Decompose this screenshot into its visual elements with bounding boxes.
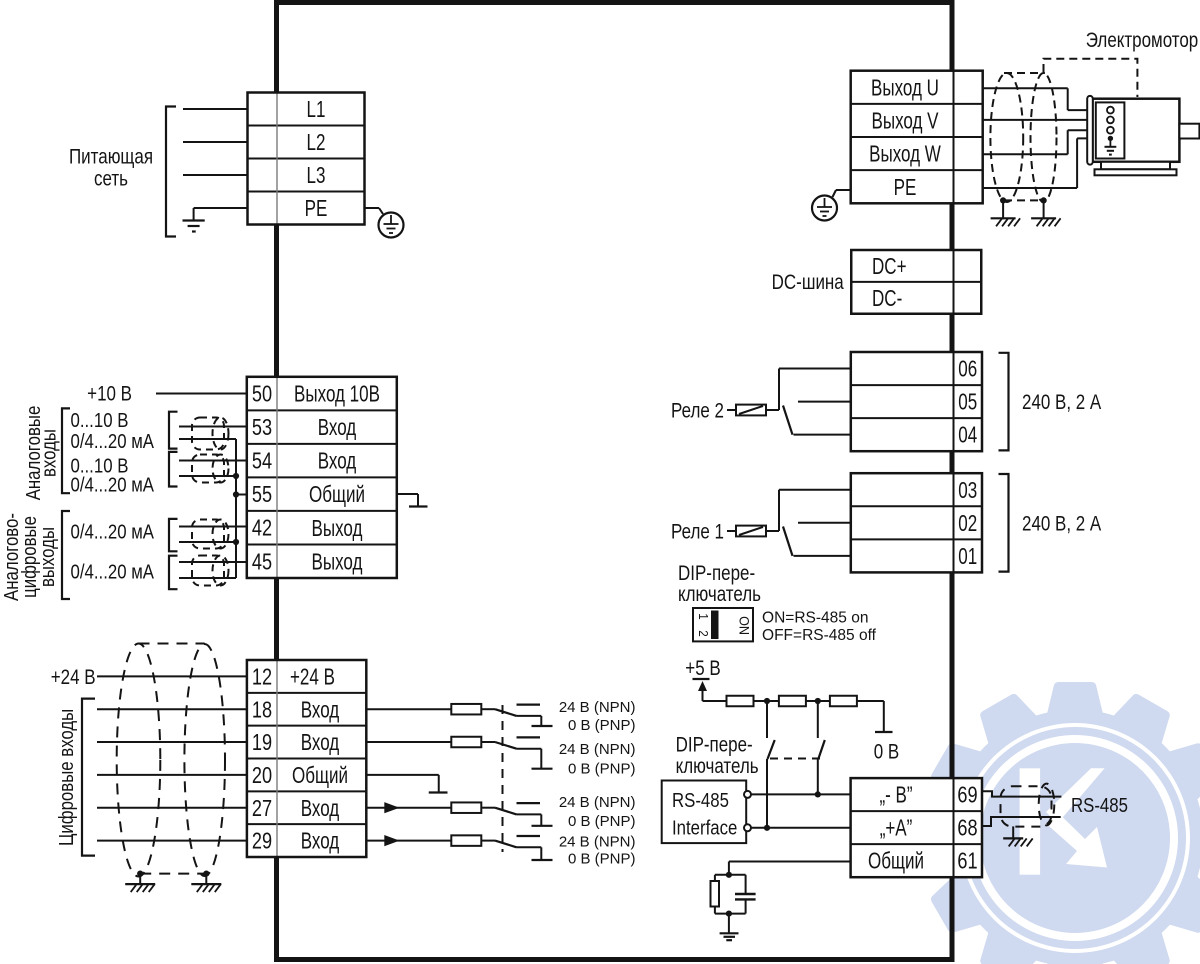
svg-text:Выход: Выход <box>312 516 363 541</box>
svg-text:240 В, 2 А: 240 В, 2 А <box>1022 511 1101 535</box>
svg-text:+24 В: +24 В <box>290 665 335 690</box>
svg-text:PE: PE <box>894 175 917 200</box>
svg-text:0/4...20 мА: 0/4...20 мА <box>71 473 155 496</box>
svg-text:L1: L1 <box>307 98 326 123</box>
svg-text:55: 55 <box>252 482 272 508</box>
svg-text:Вход: Вход <box>318 416 357 441</box>
svg-text:04: 04 <box>958 423 977 448</box>
svg-text:0 В (PNP): 0 В (PNP) <box>568 850 636 867</box>
svg-text:0 В (PNP): 0 В (PNP) <box>568 813 636 830</box>
svg-text:Выход 10В: Выход 10В <box>294 382 380 407</box>
svg-text:сеть: сеть <box>94 167 128 191</box>
svg-text:Выход V: Выход V <box>872 109 939 134</box>
svg-text:Вход: Вход <box>301 796 340 821</box>
svg-text:DC-шина: DC-шина <box>772 270 844 294</box>
svg-text:PE: PE <box>305 197 328 222</box>
svg-text:Реле 1: Реле 1 <box>671 520 724 544</box>
svg-text:RS-485: RS-485 <box>1071 793 1128 816</box>
svg-text:Вход: Вход <box>301 698 340 723</box>
svg-text:45: 45 <box>252 549 272 575</box>
svg-text:Вход: Вход <box>301 829 340 854</box>
svg-text:68: 68 <box>957 816 977 842</box>
svg-text:0/4...20 мА: 0/4...20 мА <box>71 429 155 452</box>
svg-text:OFF=RS-485 off: OFF=RS-485 off <box>762 627 877 644</box>
svg-text:+24 В: +24 В <box>51 665 96 689</box>
svg-text:Электромотор: Электромотор <box>1086 28 1198 52</box>
svg-text:05: 05 <box>958 390 977 415</box>
svg-text:Аналогово-: Аналогово- <box>0 513 23 601</box>
svg-text:Общий: Общий <box>868 849 924 874</box>
svg-text:12: 12 <box>252 664 272 690</box>
svg-text:19: 19 <box>252 730 272 756</box>
svg-text:1: 1 <box>696 613 711 620</box>
svg-text:„- B”: „- B” <box>879 783 912 808</box>
svg-text:+10 В: +10 В <box>87 382 132 406</box>
svg-text:RS-485: RS-485 <box>672 789 729 812</box>
svg-text:01: 01 <box>958 545 977 570</box>
svg-text:240 В, 2 А: 240 В, 2 А <box>1022 390 1101 414</box>
svg-text:Реле 2: Реле 2 <box>671 399 724 423</box>
svg-text:24 В (NPN): 24 В (NPN) <box>559 794 636 811</box>
svg-text:DC-: DC- <box>872 287 902 312</box>
svg-text:L2: L2 <box>307 131 326 156</box>
svg-text:54: 54 <box>252 449 272 475</box>
svg-text:входы: входы <box>37 429 60 477</box>
svg-text:20: 20 <box>252 763 272 789</box>
svg-text:06: 06 <box>958 357 977 382</box>
svg-text:DIP-пере-: DIP-пере- <box>678 561 755 585</box>
svg-text:выходы: выходы <box>35 527 58 587</box>
svg-text:0...10 В: 0...10 В <box>71 454 129 477</box>
svg-text:цифровые: цифровые <box>18 516 41 598</box>
svg-text:03: 03 <box>958 478 977 503</box>
svg-text:0/4...20 мА: 0/4...20 мА <box>71 520 155 543</box>
svg-text:02: 02 <box>958 512 977 537</box>
svg-text:0 В: 0 В <box>874 740 899 764</box>
svg-text:Interface: Interface <box>672 816 737 839</box>
svg-text:29: 29 <box>252 829 272 855</box>
svg-text:42: 42 <box>252 516 272 542</box>
svg-text:ON=RS-485 on: ON=RS-485 on <box>762 609 868 626</box>
svg-text:Общий: Общий <box>309 483 365 508</box>
svg-text:Выход W: Выход W <box>869 142 941 167</box>
svg-text:Цифровые входы: Цифровые входы <box>55 709 78 846</box>
svg-text:0...10 В: 0...10 В <box>71 408 129 431</box>
svg-text:DC+: DC+ <box>872 255 907 280</box>
svg-text:61: 61 <box>957 849 977 875</box>
svg-text:Выход: Выход <box>312 550 363 575</box>
svg-text:Питающая: Питающая <box>69 145 153 169</box>
svg-text:24 В (NPN): 24 В (NPN) <box>559 833 636 850</box>
svg-text:ON: ON <box>736 616 752 635</box>
svg-text:27: 27 <box>252 796 272 822</box>
svg-text:69: 69 <box>957 783 977 809</box>
svg-text:ключатель: ключатель <box>678 582 761 606</box>
svg-text:L3: L3 <box>307 164 326 189</box>
svg-text:DIP-пере-: DIP-пере- <box>676 733 753 757</box>
svg-text:„+A”: „+A” <box>880 816 913 841</box>
svg-text:24 В (NPN): 24 В (NPN) <box>559 741 636 758</box>
svg-text:Общий: Общий <box>292 764 348 789</box>
svg-text:ключатель: ключатель <box>676 754 759 778</box>
svg-text:Аналоговые: Аналоговые <box>22 406 45 501</box>
svg-text:0/4...20 мА: 0/4...20 мА <box>71 560 155 583</box>
svg-text:Выход U: Выход U <box>871 76 939 101</box>
svg-text:Вход: Вход <box>318 449 357 474</box>
svg-text:Вход: Вход <box>301 731 340 756</box>
svg-text:0 В (PNP): 0 В (PNP) <box>568 760 636 777</box>
svg-text:18: 18 <box>252 697 272 723</box>
svg-text:53: 53 <box>252 415 272 441</box>
svg-text:0 В (PNP): 0 В (PNP) <box>568 717 636 734</box>
svg-text:+5 В: +5 В <box>685 656 720 680</box>
svg-text:24 В (NPN): 24 В (NPN) <box>559 699 636 716</box>
svg-text:50: 50 <box>252 382 272 408</box>
svg-text:2: 2 <box>696 630 711 637</box>
